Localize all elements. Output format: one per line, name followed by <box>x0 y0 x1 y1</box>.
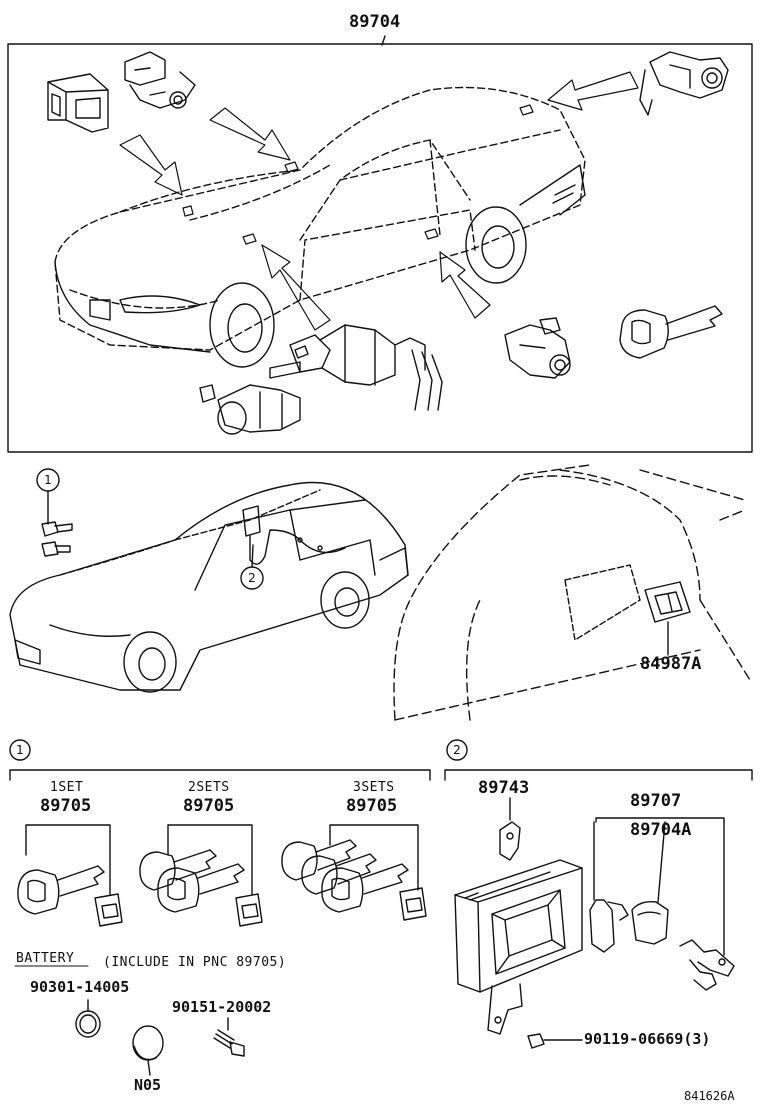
mode-switch-part <box>644 581 691 656</box>
bolt-part <box>527 1033 583 1049</box>
screw-part <box>213 1017 245 1057</box>
callout-1-section: 1 <box>16 743 24 757</box>
bolt-pn: 90119-06669(3) <box>584 1030 711 1048</box>
key-set-3 <box>281 824 427 921</box>
dashboard-interior <box>393 464 751 721</box>
key-3sets-qty: 3SETS <box>353 780 395 795</box>
callout-1-top: 1 <box>44 473 52 487</box>
section-1-bracket <box>9 739 431 781</box>
switch-part-label: 84987A <box>640 654 702 674</box>
transponder-pn-a: 89707 <box>630 791 682 811</box>
battery-note: (INCLUDE IN PNC 89705) <box>103 955 287 970</box>
key-1set-pn: 89705 <box>40 796 92 816</box>
top-car-outline <box>54 86 586 351</box>
transponder-pn-b: 89704A <box>630 820 692 840</box>
key-set-1 <box>17 824 123 927</box>
drawing-reference: 841626A <box>684 1089 735 1103</box>
trunk-lock-cylinder <box>504 317 571 379</box>
top-assembly-frame <box>7 43 753 453</box>
transponder-coil <box>589 821 669 953</box>
ecu-pn: 89743 <box>478 778 530 798</box>
main-assembly-label: 89704 <box>349 12 401 32</box>
transponder-bracket <box>595 817 735 991</box>
top-car-solid <box>54 164 586 368</box>
cap-code: N05 <box>134 1076 162 1094</box>
ignition-switch-assembly <box>269 324 443 411</box>
ecu-module <box>454 859 583 993</box>
battery-cell-icons <box>41 521 73 557</box>
door-control-receiver-part <box>47 73 109 133</box>
ecu-bracket <box>487 797 523 1035</box>
battery-title: BATTERY <box>16 951 75 966</box>
door-lock-cylinder-left <box>124 51 196 109</box>
ecu-mount-bracket <box>242 505 346 565</box>
key-2sets-qty: 2SETS <box>188 780 230 795</box>
top-car-mounts <box>182 104 534 245</box>
key-2sets-pn: 89705 <box>183 796 235 816</box>
battery-pn: 90301-14005 <box>30 978 130 996</box>
callout-2-car: 2 <box>248 571 256 585</box>
section-2-bracket <box>444 739 753 781</box>
master-key <box>619 305 723 359</box>
screw-pn: 90151-20002 <box>172 998 272 1016</box>
key-3sets-pn: 89705 <box>346 796 398 816</box>
key-set-2 <box>139 824 263 927</box>
door-lock-cylinder-right <box>639 51 729 116</box>
top-arrows <box>119 71 639 331</box>
callout-2-section: 2 <box>453 743 461 757</box>
callout-circle-2-car <box>240 544 264 590</box>
cap-part <box>132 1025 164 1076</box>
middle-car-outline <box>9 481 409 693</box>
battery-ring <box>75 999 101 1038</box>
key-1set-qty: 1SET <box>50 780 84 795</box>
door-lock-cylinder-lower <box>199 384 301 435</box>
main-label-leader <box>381 35 386 46</box>
dash-vent-outline <box>564 564 641 641</box>
callout-circle-1-top <box>36 468 60 525</box>
